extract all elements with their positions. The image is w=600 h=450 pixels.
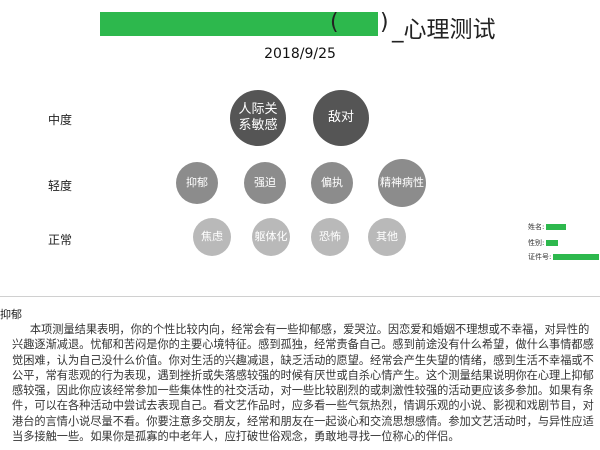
level-label-moderate: 中度 (48, 113, 73, 127)
info-name: 姓名: (528, 222, 567, 232)
id-label: 证件号: (528, 253, 552, 261)
bubble-paranoia: 偏执 (311, 162, 353, 204)
bubble-label: 其他 (376, 230, 398, 244)
bubble-label: 恐怖 (319, 230, 341, 244)
bubble-phobia: 恐怖 (311, 218, 349, 256)
section-divider (0, 296, 600, 297)
report-date: 2018/9/25 (264, 46, 336, 62)
bubble-hostility: 敌对 (313, 90, 369, 146)
paren-redaction (338, 12, 378, 36)
bubble-interpersonal-sensitivity: 人际关系敏感 (230, 90, 286, 146)
bubble-label: 精神病性 (380, 176, 424, 190)
bubble-label: 偏执 (321, 176, 343, 190)
title-suffix: _心理测试 (392, 17, 496, 43)
name-label: 姓名: (528, 223, 545, 231)
gender-redaction-bar (546, 240, 559, 246)
bubble-label: 人际关系敏感 (238, 102, 278, 133)
bubble-label: 焦虑 (201, 230, 223, 244)
bubble-obsessive: 强迫 (244, 162, 286, 204)
id-redaction-bar (553, 254, 600, 260)
name-redaction (100, 12, 340, 36)
name-redaction-bar (546, 224, 567, 230)
info-gender: 性别: (528, 238, 559, 248)
bubble-label: 强迫 (254, 176, 276, 190)
gender-label: 性别: (528, 239, 545, 247)
result-heading: 抑郁 (0, 308, 22, 321)
bubble-label: 敌对 (327, 110, 354, 126)
title-paren-open: ( (330, 10, 339, 35)
title-paren-close: ) (380, 10, 389, 35)
level-label-normal: 正常 (48, 233, 73, 247)
bubble-other: 其他 (368, 218, 406, 256)
info-id: 证件号: (528, 252, 600, 262)
bubble-anxiety: 焦虑 (193, 218, 231, 256)
result-paragraph: 本项测量结果表明，你的个性比较内向，经常会有一些抑郁感，爱哭泣。因恋爱和婚姻不理… (12, 323, 594, 444)
bubble-label: 躯体化 (254, 230, 288, 244)
bubble-label: 抑郁 (186, 176, 208, 190)
bubble-somatization: 躯体化 (252, 218, 290, 256)
report-title: ( ) _心理测试 (0, 6, 600, 43)
bubble-psychoticism: 精神病性 (378, 159, 426, 207)
bubble-depression: 抑郁 (176, 162, 218, 204)
level-label-mild: 轻度 (48, 179, 73, 193)
